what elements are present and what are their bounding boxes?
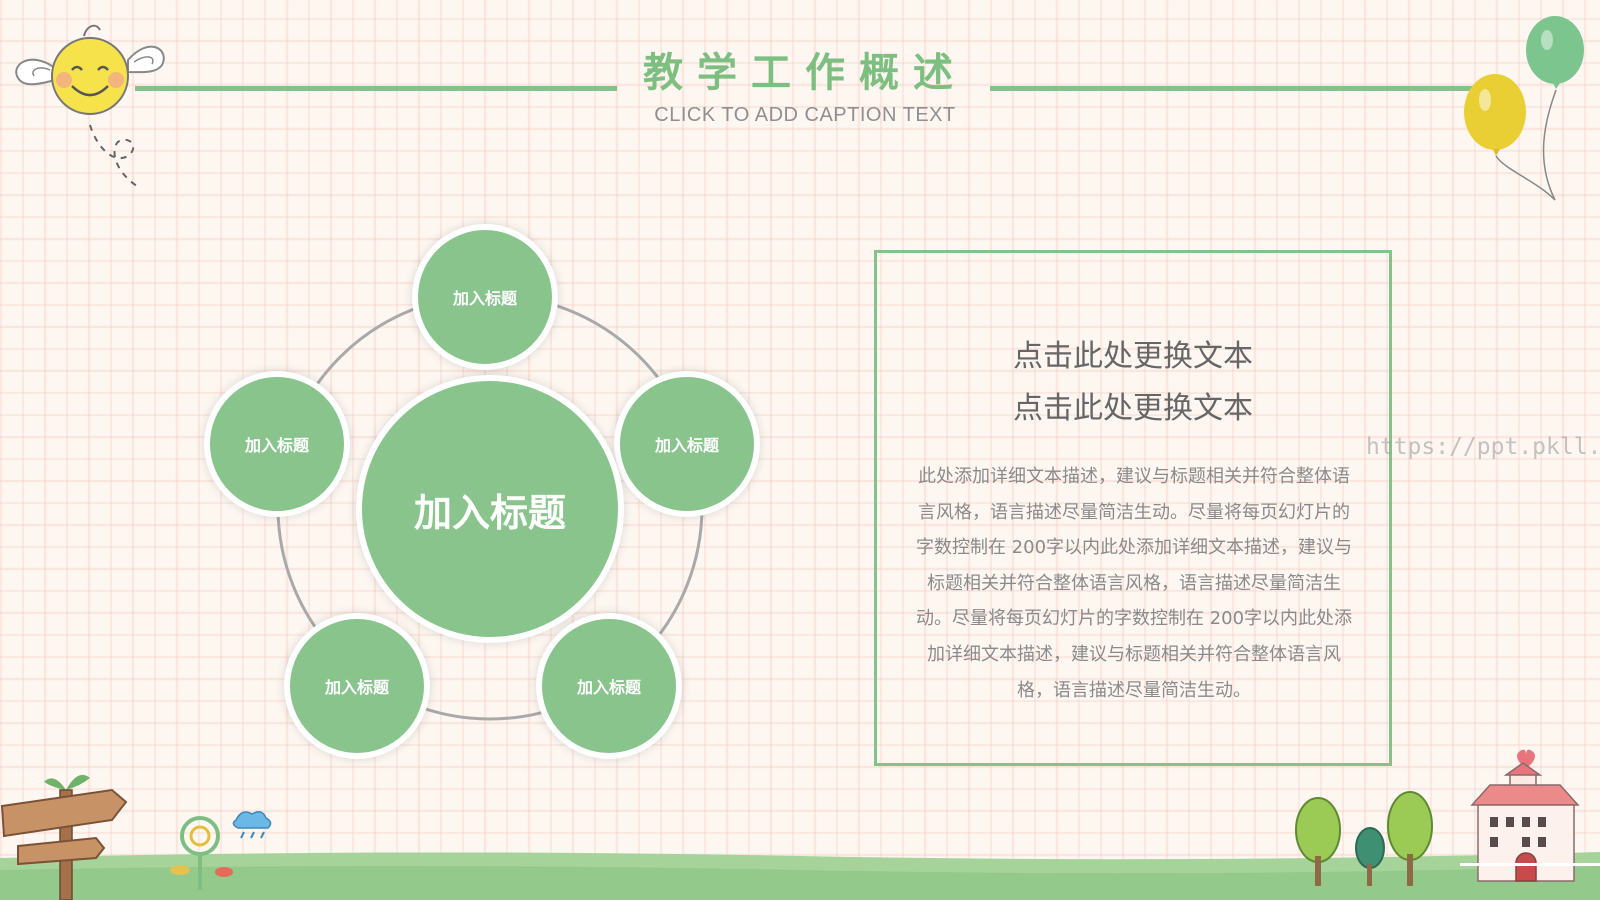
- cycle-node-right[interactable]: 加入标题: [614, 371, 760, 517]
- text-box: 点击此处更换文本 点击此处更换文本 此处添加详细文本描述，建议与标题相关并符合整…: [874, 250, 1392, 766]
- page-title[interactable]: 教学工作概述: [643, 49, 967, 96]
- center-label: 加入标题: [413, 490, 566, 535]
- header-left-line: [135, 86, 617, 91]
- node-label: 加入标题: [576, 678, 641, 697]
- wooden-signpost-icon: [0, 774, 272, 900]
- balloons-icon: [1464, 16, 1584, 201]
- text-box-body[interactable]: 此处添加详细文本描述，建议与标题相关并符合整体语言风格，语言描述尽量简洁生动。尽…: [915, 466, 1353, 701]
- cycle-node-top[interactable]: 加入标题: [412, 224, 558, 370]
- node-label: 加入标题: [452, 289, 517, 308]
- node-label: 加入标题: [654, 436, 719, 455]
- header-right-line: [990, 86, 1475, 91]
- page-caption[interactable]: CLICK TO ADD CAPTION TEXT: [654, 104, 956, 126]
- trees-icon: [1295, 791, 1433, 886]
- cycle-diagram: 加入标题 加入标题 加入标题 加入标题 加入标题 加入标题: [200, 224, 780, 765]
- grass-ground: [0, 852, 1600, 900]
- cycle-center-node[interactable]: 加入标题: [356, 375, 624, 643]
- text-box-subtitle[interactable]: 点击此处更换文本: [1013, 391, 1253, 426]
- watermark-text: https://ppt.pkll.de: [1366, 434, 1600, 460]
- cycle-node-bottom-right[interactable]: 加入标题: [536, 613, 682, 759]
- node-label: 加入标题: [244, 436, 309, 455]
- smiling-winged-sun-icon: [15, 24, 165, 189]
- node-label: 加入标题: [324, 678, 389, 697]
- text-box-subtitle[interactable]: 点击此处更换文本: [1013, 339, 1253, 374]
- cycle-node-bottom-left[interactable]: 加入标题: [284, 613, 430, 759]
- cartoon-castle-icon: [1460, 749, 1600, 882]
- cycle-node-left[interactable]: 加入标题: [204, 371, 350, 517]
